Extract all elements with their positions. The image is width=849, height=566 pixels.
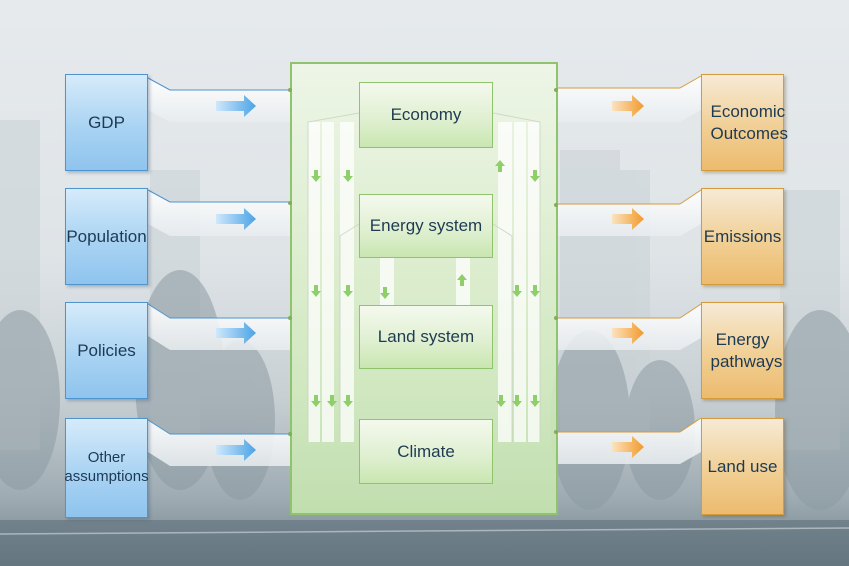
input-arrow-2 (216, 208, 256, 230)
input-population: Population (65, 188, 148, 285)
output-land-use: Land use (701, 418, 784, 515)
input-arrow-3 (216, 322, 256, 344)
output-emissions: Emissions (701, 188, 784, 285)
input-population-label: Population (66, 226, 147, 246)
input-policies-label: Policies (77, 340, 136, 360)
output-economic-outcomes-label: Economic Outcomes (710, 102, 788, 143)
panel-connection-dots (288, 88, 558, 436)
output-arrow-3 (612, 322, 644, 344)
module-land-system: Land system (359, 305, 493, 369)
input-arrow-4 (216, 439, 256, 461)
output-band-3 (558, 303, 702, 350)
output-arrow-1 (612, 95, 644, 117)
input-other-assumptions-label: Other assumptions (64, 449, 149, 485)
linkage-arrows (311, 160, 540, 407)
input-band-4 (147, 419, 290, 466)
input-band-1 (147, 77, 290, 122)
module-land-system-label: Land system (377, 327, 475, 347)
output-band-2 (558, 189, 702, 236)
input-policies: Policies (65, 302, 148, 399)
output-economic-outcomes: Economic Outcomes (701, 74, 788, 171)
input-gdp-label: GDP (88, 112, 125, 132)
output-energy-pathways-label: Energy pathways (710, 330, 783, 371)
module-economy-label: Economy (390, 105, 462, 125)
output-land-use-label: Land use (707, 456, 778, 476)
output-band-1 (558, 75, 702, 122)
module-economy: Economy (359, 82, 493, 148)
output-band-4 (558, 417, 702, 464)
output-emissions-label: Emissions (703, 226, 782, 246)
input-other-assumptions: Other assumptions (64, 418, 149, 518)
input-band-2 (147, 189, 290, 236)
output-arrow-2 (612, 208, 644, 230)
input-gdp: GDP (65, 74, 148, 171)
module-climate-label: Climate (397, 441, 455, 461)
input-arrow-1 (216, 95, 256, 117)
module-climate: Climate (359, 419, 493, 484)
output-energy-pathways: Energy pathways (701, 302, 784, 399)
output-arrow-4 (612, 436, 644, 458)
module-energy-system: Energy system (359, 194, 493, 258)
module-energy-system-label: Energy system (369, 216, 483, 236)
input-band-3 (147, 303, 290, 350)
